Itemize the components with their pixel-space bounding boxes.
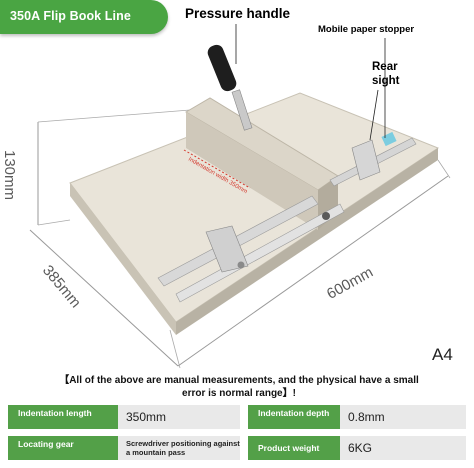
- depth-guide-line: [29, 229, 179, 367]
- rear-sight-line2: sight: [372, 75, 400, 87]
- spec-label-indentation-length: Indentation length: [8, 405, 118, 429]
- handle-shaft: [231, 89, 253, 131]
- spec-table: Indentation length 350mm Indentation dep…: [0, 405, 474, 468]
- paper-stopper-callout: Mobile paper stopper: [318, 24, 415, 35]
- pressure-bar-front: [186, 112, 318, 230]
- base-plate-side: [176, 148, 438, 335]
- spec-value-indentation-length: 350mm: [118, 405, 240, 429]
- rear-sight-callout: Rear sight: [372, 60, 399, 88]
- note-line1: 【All of the above are manual measurement…: [59, 375, 419, 386]
- note-line2: error is normal range】!: [182, 388, 296, 399]
- banner-title: 350A Flip Book Line: [10, 9, 131, 23]
- spec-value-product-weight: 6KG: [340, 436, 466, 460]
- format-label: A4: [432, 345, 453, 364]
- spec-value-indentation-depth: 0.8mm: [340, 405, 466, 429]
- spec-label-indentation-depth: Indentation depth: [248, 405, 340, 429]
- title-banner: 350A Flip Book Line: [0, 0, 168, 34]
- indentation-marker: [183, 149, 251, 189]
- front-stopper: [205, 225, 249, 273]
- height-dimension: 130mm: [1, 150, 18, 201]
- measurement-note: 【All of the above are manual measurement…: [8, 374, 470, 400]
- width-guide-line: [177, 175, 449, 367]
- side-knob: [322, 212, 330, 220]
- base-plate-front: [70, 183, 176, 335]
- front-stopper-knob: [237, 261, 245, 269]
- handle-grip: [207, 44, 237, 92]
- spec-label-product-weight: Product weight: [248, 436, 340, 460]
- guide-rail: [175, 203, 345, 303]
- spec-value-locating-gear: Screwdriver positioning against a mounta…: [118, 436, 240, 460]
- rear-stopper: [351, 139, 381, 181]
- rear-sight-line1: Rear: [372, 61, 398, 73]
- rear-sight-pointer: [369, 89, 379, 141]
- spec-label-locating-gear: Locating gear: [8, 436, 118, 460]
- pressure-handle-callout: Pressure handle: [185, 6, 291, 21]
